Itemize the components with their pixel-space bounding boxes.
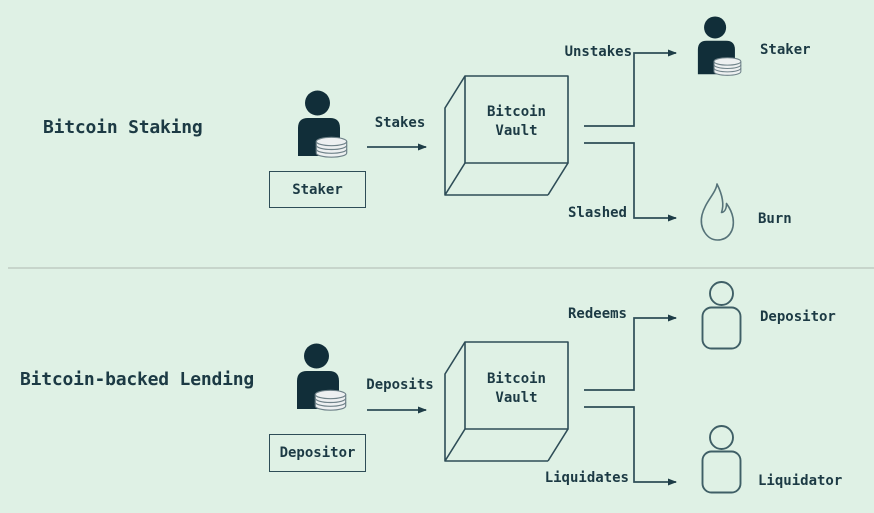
section-title-lending: Bitcoin-backed Lending — [20, 369, 255, 390]
slashed-arrow-label: Slashed — [567, 205, 627, 221]
section-title-staking: Bitcoin Staking — [43, 117, 203, 138]
slashed-arrow — [584, 142, 677, 222]
burn-flame-icon — [700, 183, 735, 241]
vault-label-1: Bitcoin Vault — [465, 103, 568, 141]
vault-label-1-line1: Bitcoin — [486, 104, 546, 120]
depositor-person-coins-icon — [297, 343, 347, 411]
staker-label-box: Staker — [269, 171, 366, 208]
depositor-outline-person-icon — [701, 281, 742, 350]
depositor-box-text: Depositor — [279, 445, 356, 461]
unstakes-target-label: Staker — [760, 42, 811, 58]
staker-person-coins-icon — [298, 90, 348, 158]
unstakes-arrow-label: Unstakes — [564, 44, 632, 60]
staker-box-text: Staker — [292, 181, 343, 198]
depositor-label-box: Depositor — [269, 434, 366, 472]
bitcoin-vault-cube-icon-2 — [444, 341, 569, 462]
staker-target-person-coins-icon — [697, 16, 742, 76]
section-divider — [8, 267, 874, 269]
vault-label-2: Bitcoin Vault — [465, 370, 568, 408]
stakes-arrow-label: Stakes — [374, 115, 426, 131]
redeems-arrow-label: Redeems — [567, 306, 627, 322]
liquidates-target-label: Liquidator — [758, 473, 843, 489]
liquidator-outline-person-icon — [701, 425, 742, 494]
bitcoin-vault-cube-icon — [444, 75, 569, 196]
unstakes-arrow — [584, 49, 677, 127]
vault-label-2-line1: Bitcoin — [486, 371, 546, 387]
vault-label-1-line2: Vault — [495, 123, 538, 139]
deposits-arrow-label: Deposits — [366, 377, 434, 393]
slashed-target-label: Burn — [758, 211, 792, 227]
redeems-target-label: Depositor — [760, 309, 836, 325]
liquidates-arrow — [584, 406, 677, 486]
redeems-arrow — [584, 314, 677, 391]
vault-label-2-line2: Vault — [495, 390, 538, 406]
liquidates-arrow-label: Liquidates — [544, 470, 629, 486]
